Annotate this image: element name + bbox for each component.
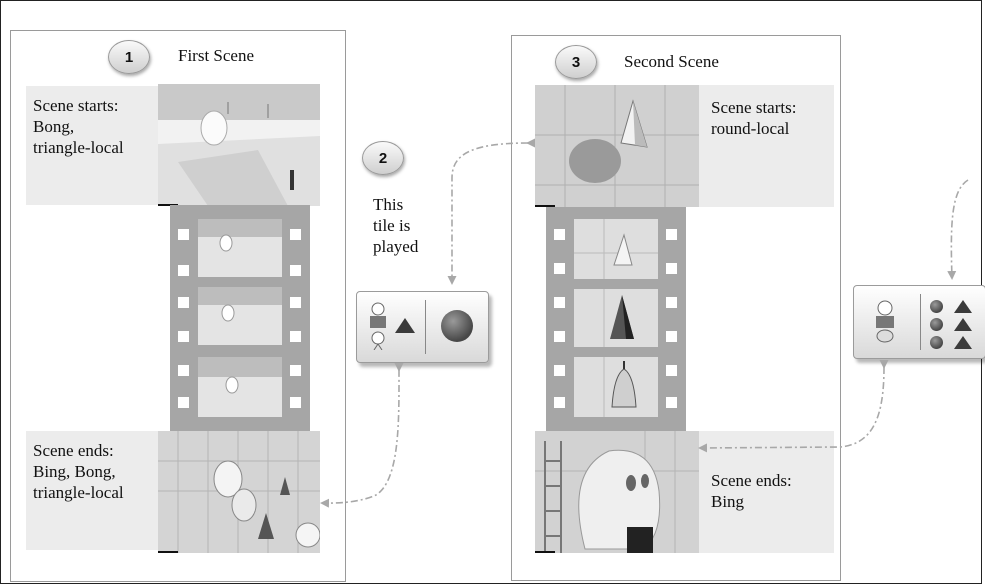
second-scene-filmstrip: [546, 207, 686, 431]
film-frame: [574, 289, 658, 347]
second-scene-start-label: Scene starts: round-local: [711, 98, 797, 138]
triangle-icon: [954, 318, 972, 331]
second-scene-end-image: [535, 431, 699, 553]
ball-icon: [930, 300, 943, 313]
film-frame: [198, 219, 282, 277]
film-frame: [574, 219, 658, 279]
connector-tile-to-first-scene-end: [320, 362, 404, 508]
second-scene-end-still: [535, 431, 699, 553]
triangle-icon: [395, 318, 415, 333]
tile-divider: [920, 294, 921, 350]
first-scene-filmstrip: [170, 205, 310, 431]
film-frame: [574, 357, 658, 417]
second-scene-start-still: [535, 85, 699, 207]
first-scene-end-label: Scene ends: Bing, Bong, triangle-local: [33, 441, 124, 502]
played-tile[interactable]: [356, 291, 489, 363]
connector-second-scene-end-to-next-tile: [698, 359, 889, 453]
second-scene-start-label-bg: [699, 85, 834, 207]
second-scene-end-label: Scene ends: Bing: [711, 471, 792, 511]
first-scene-start-label-bg: [26, 86, 160, 205]
ball-icon: [930, 318, 943, 331]
film-frame: [198, 357, 282, 417]
ball-icon: [441, 310, 473, 342]
step-3-badge: 3: [555, 45, 597, 79]
first-scene-end-still: [158, 431, 320, 553]
step-2-badge: 2: [362, 141, 404, 175]
step-2-label: This tile is played: [373, 195, 419, 256]
next-tile[interactable]: [853, 285, 985, 359]
character-icon: [876, 300, 894, 343]
first-scene-start-label: Scene starts: Bong, triangle-local: [33, 96, 124, 157]
triangle-icon: [954, 336, 972, 349]
triangle-icon: [954, 300, 972, 313]
first-scene-end-image: [158, 431, 320, 553]
first-scene-start-image: [158, 84, 320, 206]
connector-incoming-to-next-tile: [947, 179, 969, 280]
first-scene-end-label-bg: [26, 431, 160, 550]
character-icon: [370, 302, 386, 350]
film-frame: [198, 287, 282, 345]
second-scene-title: Second Scene: [624, 52, 719, 71]
first-scene-start-still: [158, 84, 320, 206]
step-1-badge: 1: [108, 40, 150, 74]
first-scene-title: First Scene: [178, 46, 255, 65]
connector-second-scene-start-to-tile: [447, 138, 536, 285]
second-scene-start-image: [535, 85, 699, 207]
ball-icon: [930, 336, 943, 349]
tile-divider: [425, 300, 426, 354]
